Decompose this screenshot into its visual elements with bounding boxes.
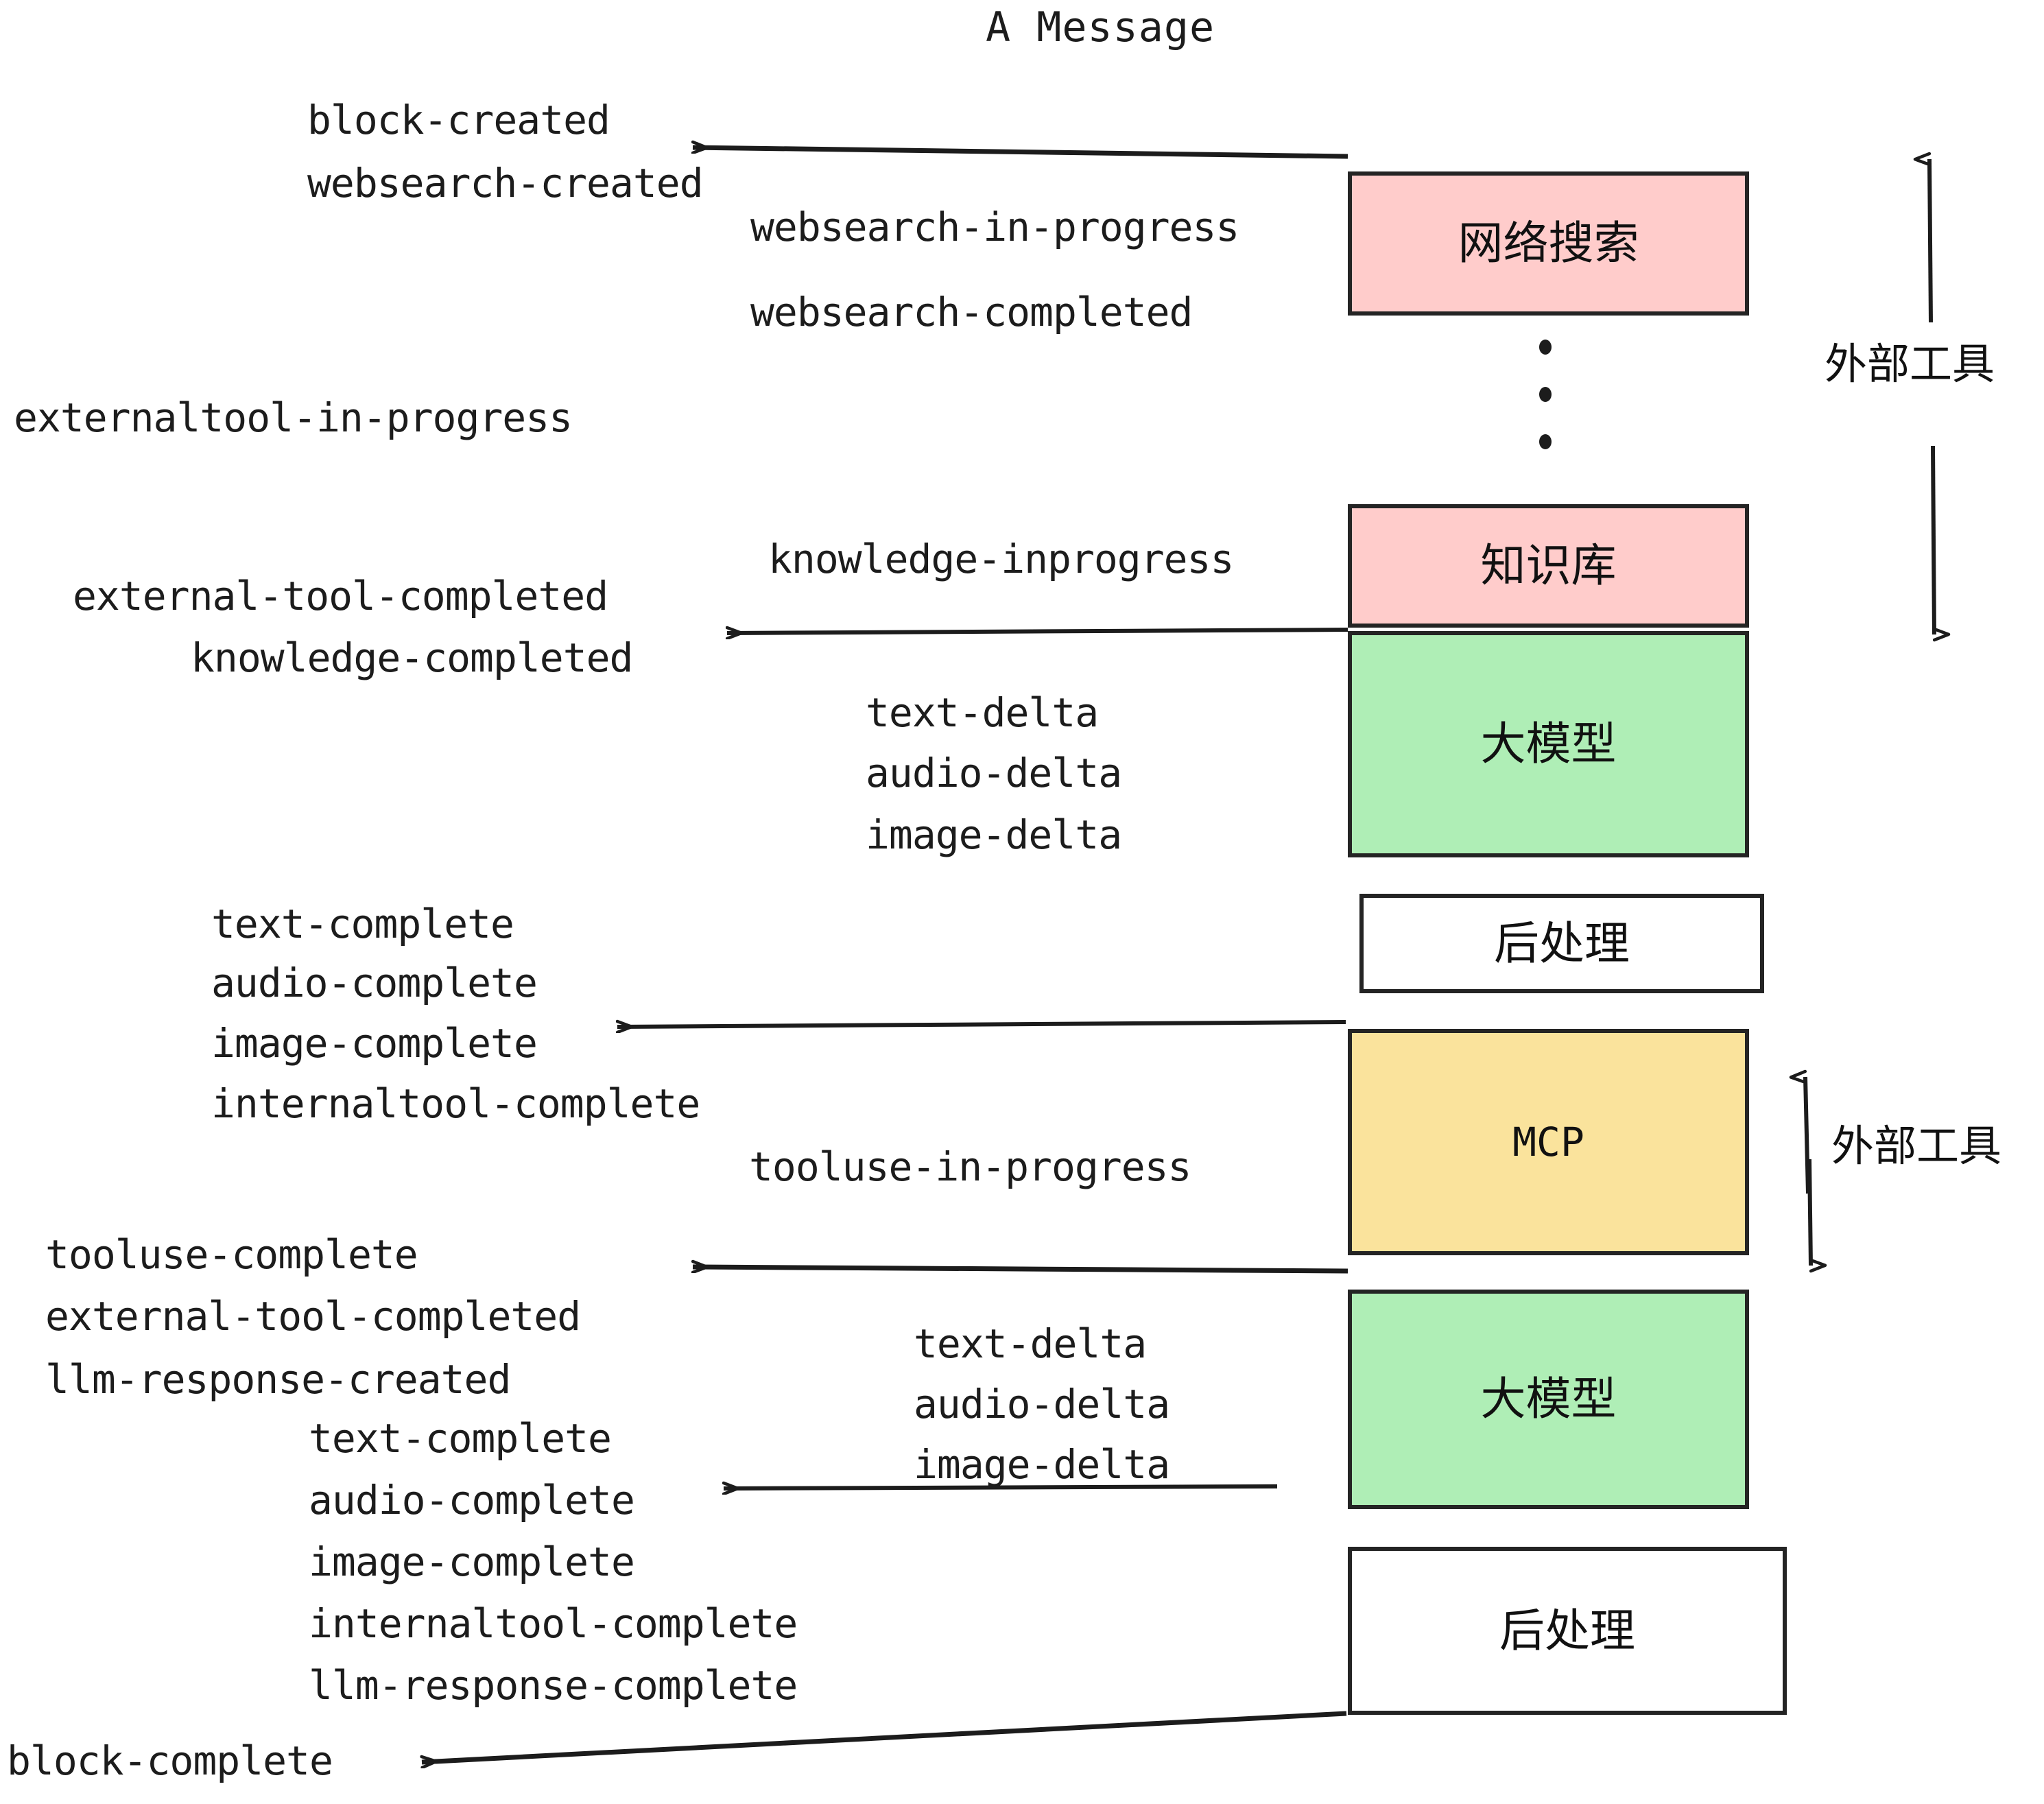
arrow-knowledge-to-completed [727,630,1348,633]
ellipsis-dot [1539,434,1552,449]
event-text-delta-1: text-delta [866,689,1099,736]
event-audio-delta-2: audio-delta [914,1381,1170,1427]
box-postprocess-2-label: 后处理 [1499,1604,1635,1657]
event-llm-response-created: llm-response-created [45,1356,511,1403]
box-llm-1[interactable]: 大模型 [1348,631,1749,857]
box-llm-1-label: 大模型 [1480,717,1617,770]
arrow-external-tools-bottom-down [1807,1159,1811,1266]
event-block-created: block-created [307,97,610,143]
event-knowledge-inprogress: knowledge-inprogress [768,536,1234,582]
event-knowledge-completed: knowledge-completed [191,634,633,681]
ellipsis-dot [1539,387,1552,402]
box-knowledge-label: 知识库 [1480,539,1617,592]
box-postprocess-1[interactable]: 后处理 [1359,894,1764,993]
box-llm-2-label: 大模型 [1480,1373,1617,1425]
event-externaltool-in-progress: externaltool-in-progress [14,394,573,441]
event-image-complete-2: image-complete [309,1539,635,1585]
event-external-tool-completed-2: external-tool-completed [45,1293,581,1340]
arrow-postproc1-to-image-complete [617,1022,1346,1027]
box-knowledge[interactable]: 知识库 [1348,504,1749,628]
arrow-mcp-to-tooluse-complete [693,1267,1348,1274]
vertical-ellipsis [1538,340,1552,449]
arrow-external-tools-top-up [1929,159,1933,323]
arrow-external-tools-top-down [1931,445,1934,634]
arrow-postproc2-to-block-complete [422,1711,1347,1762]
event-audio-delta-1: audio-delta [866,750,1122,796]
box-websearch-label: 网络搜索 [1458,217,1639,270]
side-label-external-tools-bottom: 外部工具 [1831,1121,2002,1171]
event-block-complete: block-complete [7,1737,333,1784]
box-mcp-label: MCP [1512,1119,1584,1165]
event-websearch-completed: websearch-completed [750,289,1193,335]
event-websearch-created: websearch-created [307,160,704,206]
ellipsis-dot [1539,340,1552,355]
box-postprocess-1-label: 后处理 [1494,916,1630,970]
event-audio-complete-1: audio-complete [211,960,538,1006]
box-llm-2[interactable]: 大模型 [1348,1290,1749,1509]
box-postprocess-2[interactable]: 后处理 [1348,1547,1787,1715]
arrow-websearch-to-created [693,147,1348,159]
event-tooluse-complete: tooluse-complete [45,1231,418,1278]
event-tooluse-in-progress: tooluse-in-progress [749,1143,1191,1190]
event-external-tool-completed-1: external-tool-completed [73,573,608,619]
event-llm-response-complete: llm-response-complete [309,1662,798,1709]
event-text-complete-1: text-complete [211,901,514,947]
box-mcp[interactable]: MCP [1348,1029,1749,1255]
side-label-external-tools-top: 外部工具 [1825,339,1995,389]
page-title: A Message [986,3,1215,51]
event-text-complete-2: text-complete [309,1415,612,1462]
event-internaltool-complete-2: internaltool-complete [309,1600,798,1647]
event-internaltool-complete-1: internaltool-complete [211,1080,700,1127]
event-audio-complete-2: audio-complete [309,1477,635,1523]
event-text-delta-2: text-delta [914,1320,1147,1367]
box-websearch[interactable]: 网络搜索 [1348,171,1749,316]
event-image-delta-1: image-delta [866,811,1122,858]
event-image-delta-2: image-delta [914,1441,1170,1488]
arrow-external-tools-bottom-up [1805,1077,1810,1194]
event-websearch-in-progress: websearch-in-progress [750,204,1239,250]
event-image-complete-1: image-complete [211,1020,538,1067]
